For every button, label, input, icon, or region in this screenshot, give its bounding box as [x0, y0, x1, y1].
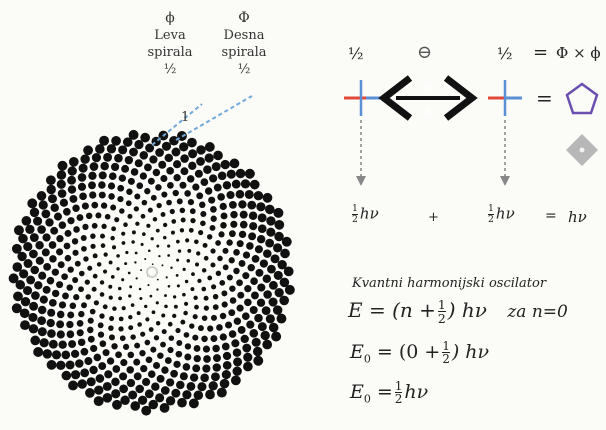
- diamond-icon: [566, 134, 598, 166]
- oscillator-equation-1: E = (n +12) hν za n=0: [348, 298, 568, 325]
- left-cross-icon: [344, 80, 380, 116]
- arrow-phi-lower: ϕ: [424, 106, 432, 120]
- energy-equals: =: [545, 208, 557, 224]
- right-down-arrow-icon: [500, 120, 510, 186]
- right-cross-icon: [488, 80, 522, 116]
- half-fraction: 12: [488, 204, 494, 225]
- oscillator-equation-3: E0 =12hν: [350, 380, 428, 406]
- arrow-phi-upper: Φ: [423, 80, 433, 94]
- oscillator-condition: za n=0: [507, 302, 568, 322]
- energy-term-1: 12hν: [350, 204, 379, 225]
- energy-plus: +: [428, 210, 439, 225]
- energy-total: hν: [568, 208, 587, 226]
- pentagon-icon: [567, 84, 597, 113]
- right-equals: =: [536, 86, 553, 110]
- oscillator-equation-2: E0 = (0 +12) hν: [350, 340, 489, 366]
- half-fraction: 12: [352, 204, 358, 225]
- oscillator-title: Kvantni harmonijski oscilator: [352, 276, 546, 291]
- left-down-arrow-icon: [356, 120, 366, 186]
